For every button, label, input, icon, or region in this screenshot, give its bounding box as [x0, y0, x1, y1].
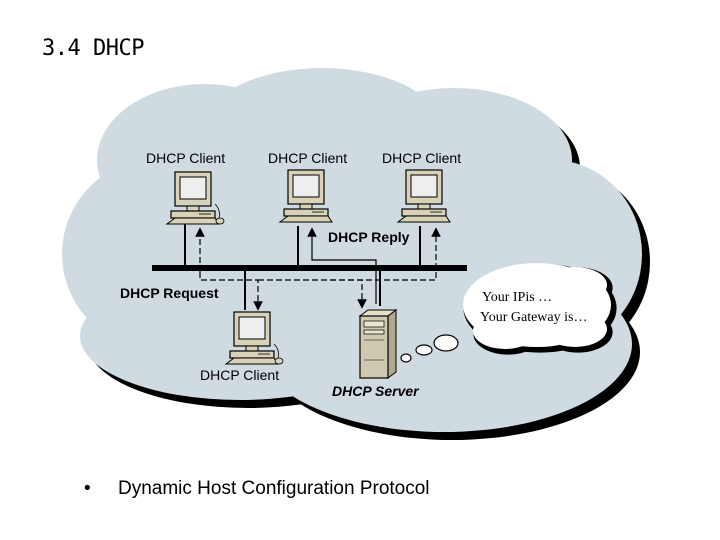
thought-line-gateway: Your Gateway is… — [480, 310, 587, 325]
computer-icon-top-right — [397, 169, 451, 223]
computer-icon-top-middle — [279, 169, 333, 223]
bus-connections — [184, 224, 421, 310]
client-label-top-left: DHCP Client — [146, 150, 225, 166]
bullet-item: • Dynamic Host Configuration Protocol — [84, 478, 430, 500]
client-label-top-right: DHCP Client — [382, 150, 461, 166]
bullet-marker: • — [84, 478, 91, 499]
network-cloud — [62, 68, 642, 432]
thought-line-ip: Your IPis … — [482, 290, 552, 305]
bullet-text: Dynamic Host Configuration Protocol — [118, 478, 430, 499]
dhcp-request-label: DHCP Request — [120, 285, 219, 301]
page-title: 3.4 DHCP — [42, 36, 144, 61]
client-label-bottom: DHCP Client — [200, 367, 279, 383]
dhcp-reply-label: DHCP Reply — [328, 229, 410, 245]
network-bus — [152, 265, 467, 271]
dhcp-message-paths — [195, 227, 441, 311]
thought-bubble — [400, 263, 617, 363]
client-label-top-middle: DHCP Client — [268, 150, 347, 166]
dhcp-server-label: DHCP Server — [332, 383, 420, 399]
server-icon — [358, 309, 398, 379]
